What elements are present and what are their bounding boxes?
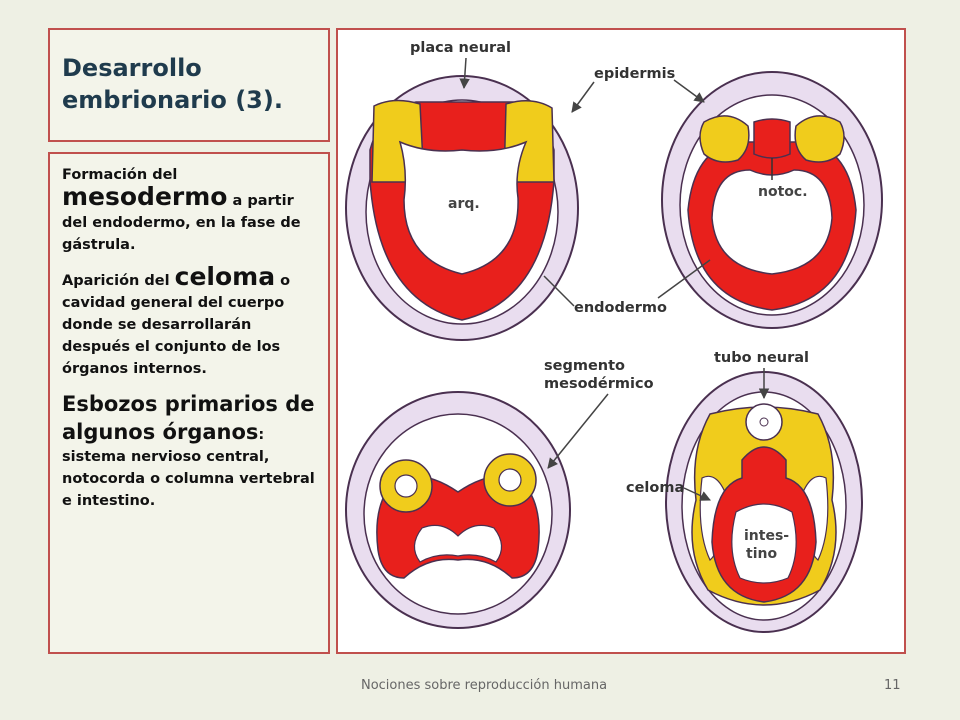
- label-tubo-neural: tubo neural: [714, 350, 809, 366]
- mesoderm-left-2: [699, 115, 750, 163]
- p2-text-c: o cavidad general del cuerpo donde se de…: [62, 273, 291, 377]
- label-endodermo: endodermo: [574, 300, 667, 316]
- text-content: Formación del mesodermo a partir del end…: [62, 164, 320, 522]
- mesoderm-right-2: [794, 115, 845, 163]
- p3-heading: Esbozos primarios de algunos órganos: [62, 392, 315, 444]
- embryo-figure: arq. notoc.: [336, 28, 906, 654]
- label-arq: arq.: [448, 196, 480, 212]
- embryo-stage-2: notoc.: [661, 71, 883, 329]
- p2-text-a: Aparición del: [62, 273, 175, 289]
- label-epidermis: epidermis: [594, 66, 675, 82]
- p2-term: celoma: [174, 262, 276, 291]
- text-box: Formación del mesodermo a partir del end…: [48, 152, 330, 654]
- embryo-stage-3: [345, 391, 571, 629]
- paragraph-esbozos: Esbozos primarios de algunos órganos: si…: [62, 390, 320, 512]
- title-box: Desarrollo embrionario (3).: [48, 28, 330, 142]
- intestine-lumen-4: [731, 503, 797, 584]
- notochord-2: [753, 118, 791, 159]
- label-notoc: notoc.: [758, 184, 808, 200]
- paragraph-mesodermo: Formación del mesodermo a partir del end…: [62, 164, 320, 256]
- slide-title: Desarrollo embrionario (3).: [62, 54, 283, 114]
- p1-term: mesodermo: [62, 182, 228, 211]
- label-intestino-1: intes-: [744, 528, 789, 544]
- footer-text: Nociones sobre reproducción humana: [360, 678, 608, 693]
- embryo-stage-1: arq.: [345, 75, 579, 341]
- label-celoma: celoma: [626, 480, 684, 496]
- label-intestino-2: tino: [746, 546, 777, 562]
- p1-text-a: Formación del: [62, 167, 178, 183]
- p3-text: : sistema nervioso central, notocorda o …: [62, 427, 315, 509]
- page-number: 11: [884, 678, 901, 693]
- label-placa-neural: placa neural: [410, 40, 511, 56]
- label-segmento: segmento: [544, 358, 625, 374]
- label-mesodermico: mesodérmico: [544, 376, 654, 392]
- embryo-illustration: arq. notoc.: [345, 40, 883, 633]
- archenteron-1: [398, 140, 528, 275]
- paragraph-celoma: Aparición del celoma o cavidad general d…: [62, 264, 320, 380]
- endoderm-3-cavity: [413, 524, 503, 563]
- archenteron-2: [711, 169, 833, 275]
- p1-text-c: a partir del endodermo, en la fase de gá…: [62, 193, 301, 253]
- embryo-stage-4: intes- tino: [665, 371, 863, 633]
